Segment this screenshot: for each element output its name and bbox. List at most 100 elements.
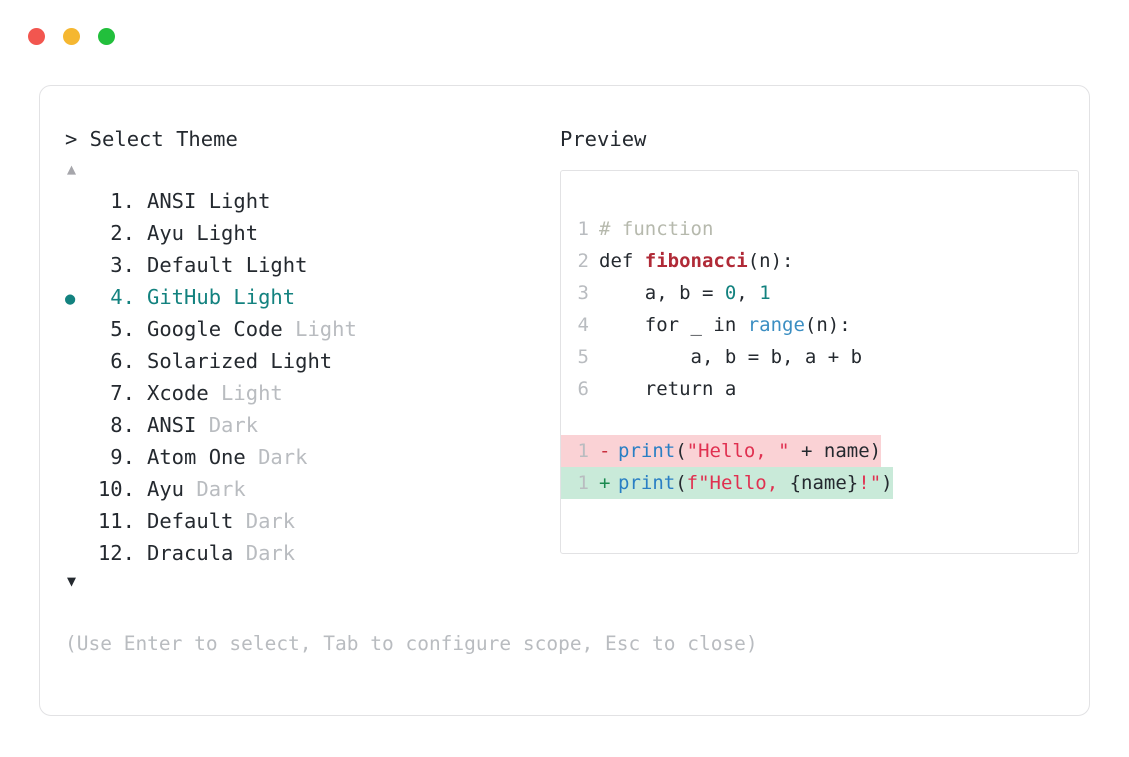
diff-minus-sign: -	[599, 440, 611, 462]
code-token: )	[881, 472, 893, 494]
theme-item-variant: Dark	[184, 477, 246, 501]
theme-item-number: 10.	[97, 477, 135, 501]
code-line-number: 2	[577, 250, 589, 272]
code-line-content: # function	[599, 213, 713, 245]
theme-item-name: Xcode	[147, 381, 209, 405]
theme-item-variant: Light	[208, 381, 283, 405]
theme-item-name: ANSI	[147, 413, 197, 437]
diff-removed-line: 1-print("Hello, " + name)	[561, 435, 882, 467]
code-line: 6 return a	[561, 373, 1078, 405]
code-line-number: 3	[577, 282, 589, 304]
code-token: print	[618, 440, 676, 462]
theme-item-name: Default	[147, 253, 234, 277]
theme-item-variant: Light	[196, 189, 271, 213]
code-token: 1	[759, 282, 771, 304]
theme-item-number: 7.	[97, 381, 135, 405]
theme-item-name: Ayu	[147, 221, 185, 245]
code-spacer	[561, 405, 1078, 435]
scroll-up-arrow-icon[interactable]: ▲	[67, 160, 77, 178]
code-token: (	[675, 472, 687, 494]
theme-item-variant: Light	[184, 221, 259, 245]
code-token: ,	[736, 282, 760, 304]
code-line: 3 a, b = 0, 1	[561, 277, 1078, 309]
code-token: fibonacci	[644, 250, 748, 272]
code-line-number: 1	[577, 472, 589, 494]
theme-item-variant: Dark	[233, 541, 296, 565]
code-line-content: print(f"Hello, {name}!")	[618, 467, 893, 499]
code-line-content: a, b = 0, 1	[599, 277, 771, 309]
theme-item-name: Google Code	[147, 317, 283, 341]
code-line: 5 a, b = b, a + b	[561, 341, 1078, 373]
theme-list-item[interactable]: 2. Ayu Light	[65, 217, 535, 249]
theme-list-item[interactable]: 10. Ayu Dark	[65, 473, 535, 505]
diff-plus-sign: +	[599, 472, 611, 494]
theme-list-item[interactable]: 6.Solarized Light	[65, 345, 535, 377]
close-window-button[interactable]	[28, 28, 45, 45]
code-token: (	[675, 440, 687, 462]
code-token: + name)	[789, 440, 882, 462]
code-line-number: 5	[577, 346, 589, 368]
theme-item-number: 6.	[97, 349, 135, 373]
code-token: def	[599, 250, 645, 272]
theme-item-variant: Dark	[245, 445, 308, 469]
diff-added-line: 1 + print(f"Hello, {name}!")	[561, 467, 893, 499]
code-token: f"Hello,	[686, 472, 790, 494]
theme-item-variant: Light	[282, 317, 357, 341]
theme-list-item[interactable]: 12.Dracula Dark	[65, 537, 535, 569]
minimize-window-button[interactable]	[63, 28, 80, 45]
theme-list-item[interactable]: ● 4.GitHub Light	[65, 281, 535, 313]
keyboard-hint: (Use Enter to select, Tab to configure s…	[65, 632, 758, 655]
page-title: > Select Theme	[65, 127, 238, 151]
code-token: "Hello, "	[686, 440, 790, 462]
theme-item-number: 12.	[97, 541, 135, 565]
theme-item-name: Ayu	[147, 477, 185, 501]
code-line-number: 1	[577, 218, 589, 240]
theme-item-number: 2.	[97, 221, 135, 245]
theme-item-number: 9.	[97, 445, 135, 469]
window-traffic-lights	[28, 28, 115, 45]
theme-list-item[interactable]: 5. Google Code Light	[65, 313, 535, 345]
code-line-content: for _ in range(n):	[599, 309, 851, 341]
theme-list-item[interactable]: 3.Default Light	[65, 249, 535, 281]
code-token: a, b =	[599, 282, 725, 304]
theme-list-item[interactable]: 11.Default Dark	[65, 505, 535, 537]
code-token: {name}	[789, 472, 859, 494]
code-token: range	[747, 314, 805, 336]
code-line: 2 def fibonacci(n):	[561, 245, 1078, 277]
theme-picker-card: > Select Theme ▲ 1. ANSI Light 2. Ayu Ligh…	[39, 85, 1090, 716]
theme-list-item[interactable]: 8. ANSI Dark	[65, 409, 535, 441]
theme-item-number: 8.	[97, 413, 135, 437]
code-token: !"	[858, 472, 882, 494]
scroll-down-arrow-icon[interactable]: ▼	[67, 572, 77, 590]
theme-list-item[interactable]: 7. Xcode Light	[65, 377, 535, 409]
code-token: for _ in	[599, 314, 748, 336]
theme-item-variant: Light	[258, 349, 333, 373]
theme-list[interactable]: 1. ANSI Light 2. Ayu Light 3. Default Light…	[65, 185, 535, 569]
theme-item-number: 3.	[97, 253, 135, 277]
theme-item-variant: Dark	[196, 413, 259, 437]
code-line-content: a, b = b, a + b	[599, 341, 863, 373]
code-token: print	[618, 472, 676, 494]
theme-item-number: 1.	[97, 189, 135, 213]
code-token: (n):	[804, 314, 851, 336]
code-line: 1 # function	[561, 213, 1078, 245]
code-token: # function	[599, 218, 714, 240]
code-line: 4 for _ in range(n):	[561, 309, 1078, 341]
theme-list-item[interactable]: 1. ANSI Light	[65, 185, 535, 217]
code-line-content: print("Hello, " + name)	[618, 435, 881, 467]
theme-list-item[interactable]: 9.Atom One Dark	[65, 441, 535, 473]
theme-item-number: 5.	[97, 317, 135, 341]
maximize-window-button[interactable]	[98, 28, 115, 45]
theme-item-name: ANSI	[147, 189, 197, 213]
selected-bullet-icon: ●	[65, 289, 76, 309]
theme-item-name: Default	[147, 509, 234, 533]
code-token: (n):	[747, 250, 794, 272]
theme-item-name: GitHub	[147, 285, 222, 309]
code-token: a, b = b, a + b	[599, 346, 863, 368]
preview-heading: Preview	[560, 127, 647, 151]
code-token: 0	[724, 282, 737, 304]
code-line-number: 6	[577, 378, 589, 400]
